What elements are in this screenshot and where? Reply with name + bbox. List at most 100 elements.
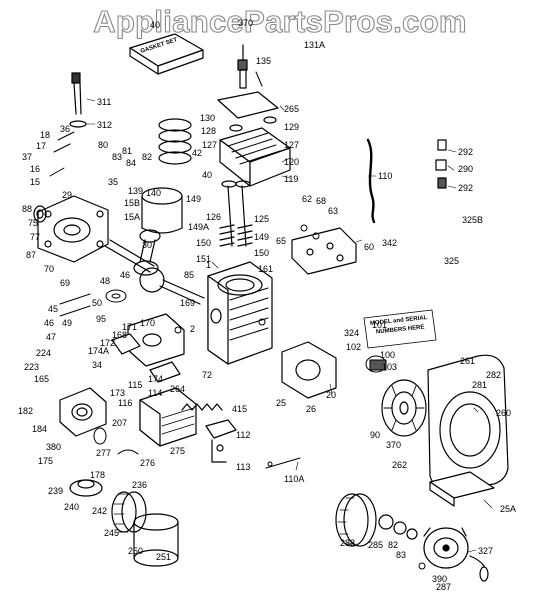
callout: 149A — [188, 222, 210, 232]
callout: 262 — [392, 460, 408, 470]
callout: 131A — [304, 40, 326, 50]
valves — [219, 180, 253, 247]
callout: 172 — [100, 338, 116, 348]
fuel-pump — [59, 387, 107, 437]
callout: 83 — [112, 152, 123, 162]
callout: 36 — [60, 124, 71, 134]
callout: 115 — [128, 380, 143, 390]
callout: 15B — [124, 198, 141, 208]
callout: 42 — [192, 148, 203, 158]
starter-washers — [378, 514, 418, 540]
callout: 110 — [378, 171, 393, 181]
callout: 135 — [256, 56, 272, 66]
oil-seal — [33, 205, 47, 223]
callout: 116 — [118, 398, 133, 408]
piston — [141, 187, 183, 234]
fuel-line — [366, 138, 376, 224]
hardware — [49, 71, 426, 570]
callout: 16 — [30, 164, 41, 174]
callout: 72 — [202, 370, 213, 380]
callout: 169 — [180, 298, 196, 308]
callout: 68 — [316, 196, 327, 206]
callout: 207 — [112, 418, 128, 428]
callout: 236 — [132, 480, 148, 490]
callout: 82 — [388, 540, 399, 550]
callout: 80 — [98, 140, 109, 150]
callout: 182 — [18, 406, 34, 416]
callout: 184 — [32, 424, 48, 434]
callout: 2 — [190, 324, 196, 334]
callout: 113 — [236, 462, 251, 472]
callout: 168 — [112, 330, 128, 340]
callout: 35 — [108, 177, 119, 187]
callout: 127 — [202, 140, 218, 150]
callout: 84 — [126, 158, 137, 168]
callout: 242 — [92, 506, 108, 516]
callout: 327 — [478, 546, 494, 556]
callout: 70 — [44, 264, 55, 274]
callout: 251 — [156, 552, 172, 562]
callout: 276 — [140, 458, 156, 468]
callout: 151 — [196, 254, 212, 264]
hose-clamps — [435, 139, 447, 189]
callout: 114 — [148, 388, 163, 398]
callout: 15 — [30, 177, 41, 187]
callout: 110A — [284, 474, 305, 484]
callout: 281 — [472, 380, 488, 390]
cylinder-head — [217, 91, 291, 187]
callout: 240 — [64, 502, 80, 512]
callout: 75 — [28, 218, 39, 228]
callout: 415 — [232, 404, 248, 414]
rewind-starter — [423, 527, 469, 569]
callout: 311 — [97, 97, 112, 107]
callout: 127 — [284, 140, 300, 150]
callout: 165 — [34, 374, 50, 384]
air-cleaner-cover — [133, 513, 179, 567]
callout: 245 — [104, 528, 120, 538]
callout: 46 — [120, 270, 131, 280]
callout: 380 — [46, 442, 62, 452]
callout: 48 — [100, 276, 111, 286]
callout: 275 — [170, 446, 186, 456]
callout: 149 — [186, 194, 202, 204]
callout: 149 — [254, 232, 270, 242]
ignition-bracket — [205, 419, 237, 463]
callout: 37 — [22, 152, 33, 162]
starter-cup — [335, 493, 377, 547]
callout: 112 — [236, 430, 251, 440]
gasket-set-box — [129, 33, 204, 75]
callout: 287 — [436, 582, 452, 592]
muffler — [139, 387, 197, 447]
callout: 63 — [328, 206, 339, 216]
callout: 40 — [150, 20, 161, 30]
callout: 288 — [340, 538, 356, 548]
carburetor — [111, 313, 185, 383]
callout: 90 — [370, 430, 381, 440]
callout: 81 — [122, 146, 133, 156]
engine-block — [207, 261, 273, 365]
callout: 139 — [128, 186, 144, 196]
air-filter — [111, 491, 147, 533]
callout: 175 — [38, 456, 54, 466]
callout: 26 — [306, 404, 317, 414]
callout: 125 — [254, 214, 270, 224]
dipstick-tube — [69, 72, 87, 128]
callout: 102 — [346, 342, 362, 352]
callout: 178 — [90, 470, 106, 480]
callout: 65 — [276, 236, 287, 246]
crankshaft — [104, 239, 205, 305]
callout: 69 — [60, 278, 71, 288]
callout: 77 — [30, 232, 41, 242]
callout: 260 — [496, 408, 512, 418]
callout: 265 — [284, 104, 300, 114]
leader-lines — [85, 98, 493, 553]
cylinder-shroud — [281, 341, 337, 399]
callout: 173 — [110, 388, 126, 398]
connecting-rod — [133, 229, 161, 276]
callout: 50 — [92, 298, 103, 308]
callout: 174 — [148, 374, 164, 384]
callout: 120 — [284, 157, 300, 167]
callout: 130 — [200, 113, 216, 123]
nameplate-outline — [363, 309, 437, 349]
